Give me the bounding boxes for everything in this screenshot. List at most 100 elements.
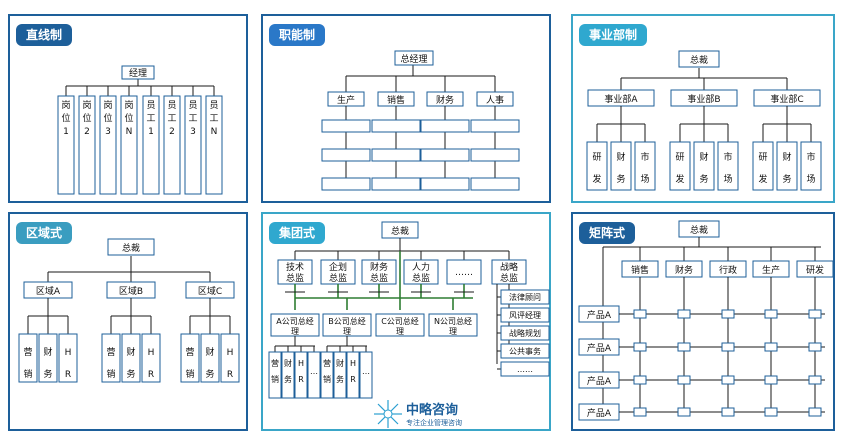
group-leaf-label: 销 (271, 374, 279, 384)
division-leaf-label: 场 (640, 174, 649, 185)
division-leaf-label: 发 (592, 173, 601, 185)
division-label: 事业部A (604, 93, 638, 105)
group-officer-label: 财务 (370, 261, 388, 273)
linear-child-box (184, 95, 202, 195)
division-label: 事业部B (687, 93, 720, 105)
region-leaf-label: 营 (106, 346, 115, 358)
diagram-functional: 总经理 生产销售财务人事 (321, 50, 520, 191)
group-leaf-label: 务 (336, 374, 344, 384)
functional-dept-label: 销售 (387, 94, 405, 106)
panel-title-functional: 职能制 (269, 24, 326, 46)
division-leaf-box (586, 141, 608, 191)
group-officer-label: 企划 (329, 261, 347, 273)
group-manager-label: 理 (449, 327, 457, 336)
group-manager-box (375, 313, 425, 337)
functional-empty-box (321, 177, 371, 191)
region-leaf-label: R (227, 370, 233, 380)
group-strategy-label: 风评经理 (509, 310, 541, 320)
region-leaf-label: 销 (185, 368, 194, 380)
matrix-cell-box (808, 342, 822, 352)
division-leaf-box (610, 141, 632, 191)
matrix-product-label: 产品A (587, 309, 612, 321)
functional-empty-box (371, 177, 421, 191)
functional-empty-box (321, 148, 371, 162)
group-leaf-label: 财 (336, 358, 344, 368)
group-leaf-box (268, 351, 282, 399)
group-officer-label: 总监 (286, 272, 304, 284)
functional-empty-box (470, 119, 520, 133)
linear-child-box (205, 95, 223, 195)
group-strategy-label: 法律顾问 (509, 292, 541, 302)
matrix-function-label: 财务 (675, 264, 693, 276)
linear-child-box (57, 95, 75, 195)
functional-dept-label: 人事 (486, 94, 504, 106)
group-officer-box (320, 259, 356, 285)
matrix-function-label: 生产 (762, 264, 780, 276)
linear-child-box (163, 95, 181, 195)
watermark-burst-icon (374, 400, 402, 428)
group-strategy-label: 公共事务 (509, 346, 541, 356)
watermark-tagline: 专注企业管理咨询 (406, 419, 462, 427)
watermark-logo: 中略咨询 专注企业管理咨询 (372, 397, 492, 431)
division-leaf-label: 市 (806, 151, 815, 163)
division-leaf-label: 发 (675, 173, 684, 185)
region-leaf-label: 营 (23, 346, 32, 358)
group-manager-box (428, 313, 478, 337)
group-leaf-label: 销 (323, 374, 331, 384)
group-strategy-box (500, 361, 550, 377)
panel-title-group: 集团式 (269, 222, 326, 244)
matrix-cell-box (764, 309, 778, 319)
group-officer-box (361, 259, 397, 285)
division-leaf-label: 市 (640, 151, 649, 163)
division-leaf-label: 研 (675, 152, 684, 163)
region-leaf-label: H (227, 348, 234, 358)
linear-child-box (120, 95, 138, 195)
region-leaf-box (38, 333, 58, 383)
group-strategy-label: 战略规划 (509, 328, 541, 338)
region-leaf-label: 财 (205, 346, 214, 358)
matrix-cell-box (677, 309, 691, 319)
regional-root-label: 总裁 (122, 242, 140, 254)
group-leaf-box (307, 351, 321, 399)
watermark-name: 中略咨询 (406, 403, 459, 418)
group-leaf-label: … (362, 367, 370, 376)
group-officer-label: 总监 (500, 272, 518, 284)
linear-child-label: 位 (61, 112, 70, 124)
linear-child-label: 员 (209, 100, 218, 111)
group-officer-label: 战略 (500, 261, 518, 273)
functional-empty-box (321, 119, 371, 133)
linear-child-label: 员 (146, 100, 155, 111)
matrix-cell-box (808, 375, 822, 385)
group-leaf-label: … (310, 367, 318, 376)
linear-child-label: N (211, 127, 218, 137)
division-leaf-label: 研 (758, 152, 767, 163)
group-leaf-label: 务 (284, 374, 292, 384)
region-leaf-label: 营 (185, 346, 194, 358)
functional-root-box (394, 50, 434, 66)
group-officer-label: 总监 (412, 272, 430, 284)
functional-empty-box (470, 148, 520, 162)
group-strategy-box (500, 343, 550, 359)
region-leaf-box (141, 333, 161, 383)
group-leaf-label: 财 (284, 358, 292, 368)
linear-child-label: 位 (124, 112, 133, 124)
functional-empty-box (371, 148, 421, 162)
linear-child-label: 岗 (61, 100, 70, 111)
group-leaf-label: R (350, 375, 356, 384)
panel-title-regional: 区域式 (16, 222, 73, 244)
regional-root-box (107, 238, 155, 256)
linear-root-box (121, 65, 155, 80)
matrix-product-label: 产品A (587, 375, 612, 387)
region-leaf-box (121, 333, 141, 383)
matrix-cell-box (808, 309, 822, 319)
group-leaf-label: H (350, 359, 356, 368)
functional-dept-label: 财务 (436, 94, 454, 106)
group-strategy-label: …… (517, 365, 533, 374)
functional-empty-box (371, 119, 421, 133)
division-leaf-label: 财 (699, 151, 708, 163)
linear-child-label: 3 (190, 127, 196, 137)
